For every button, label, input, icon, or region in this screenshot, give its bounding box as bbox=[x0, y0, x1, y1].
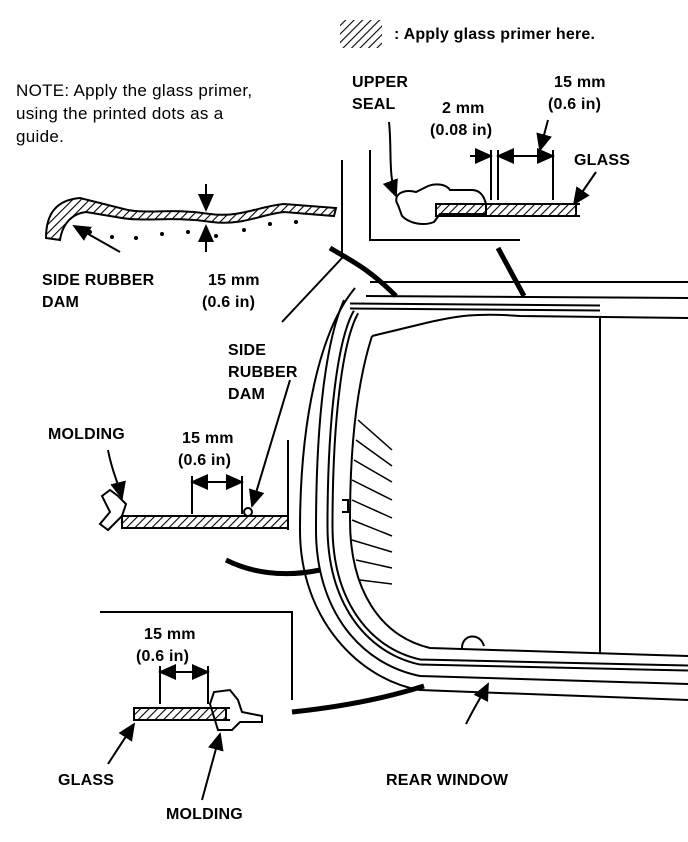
side-molding-label: MOLDING bbox=[48, 426, 125, 443]
side-molding-detail bbox=[98, 379, 321, 577]
lower-width-in: (0.6 in) bbox=[136, 648, 190, 665]
note-line-3: guide. bbox=[16, 127, 65, 146]
legend-text: : Apply glass primer here. bbox=[394, 26, 596, 43]
side-width-in: (0.6 in) bbox=[178, 452, 232, 469]
side-width-mm: 15 mm bbox=[182, 430, 234, 447]
upper-gap-mm: 2 mm bbox=[442, 100, 485, 117]
upper-glass-label: GLASS bbox=[574, 152, 631, 169]
lower-molding-label: MOLDING bbox=[166, 806, 243, 823]
dam-width-in: (0.6 in) bbox=[202, 294, 256, 311]
note-line-1: NOTE: Apply the glass primer, bbox=[16, 81, 253, 100]
lower-width-mm: 15 mm bbox=[144, 626, 196, 643]
hatch-icon bbox=[340, 20, 382, 48]
side-dam-label-2: RUBBER bbox=[228, 364, 298, 381]
upper-seal-label-2: SEAL bbox=[352, 96, 396, 113]
dam-label-2: DAM bbox=[42, 294, 80, 311]
rear-window-label: REAR WINDOW bbox=[386, 772, 509, 789]
upper-width-mm: 15 mm bbox=[554, 74, 606, 91]
upper-seal-label-1: UPPER bbox=[352, 74, 409, 91]
side-dam-label-3: DAM bbox=[228, 386, 266, 403]
upper-seal-detail bbox=[369, 119, 597, 241]
upper-gap-in: (0.08 in) bbox=[430, 122, 493, 139]
note-line-2: using the printed dots as a bbox=[16, 104, 224, 123]
lower-molding-detail bbox=[100, 611, 425, 801]
dam-width-mm: 15 mm bbox=[208, 272, 260, 289]
lower-glass-label: GLASS bbox=[58, 772, 115, 789]
dam-label-1: SIDE RUBBER bbox=[42, 272, 155, 289]
side-dam-label-1: SIDE bbox=[228, 342, 267, 359]
upper-width-in: (0.6 in) bbox=[548, 96, 602, 113]
rear-window-outline bbox=[298, 246, 688, 725]
side-rubber-dam-detail bbox=[44, 160, 398, 323]
